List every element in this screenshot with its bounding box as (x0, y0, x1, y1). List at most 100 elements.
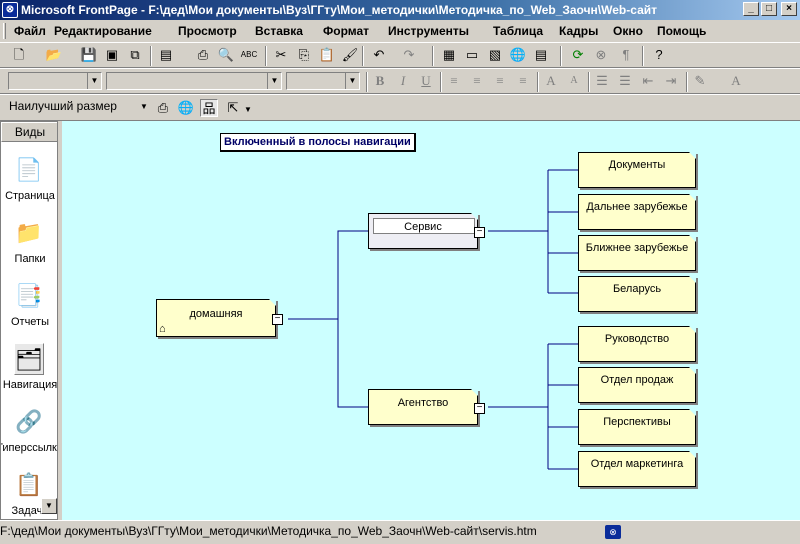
menu-help[interactable]: Помощь (657, 24, 707, 38)
chevron-down-icon[interactable]: ▼ (87, 73, 101, 89)
cut-icon[interactable]: ✂ (275, 47, 287, 62)
views-bar: Виды 📄 Страница 📁 Папки 📑 Отчеты 🗂 Навиг… (0, 121, 58, 520)
menu-view[interactable]: Просмотр (178, 24, 237, 38)
help-icon[interactable]: ? (655, 47, 663, 62)
menu-frames[interactable]: Кадры (559, 24, 599, 38)
view-hyperlinks-icon[interactable]: 🌐 (177, 100, 195, 115)
menu-grip[interactable] (3, 23, 6, 39)
menu-file[interactable]: Файл (14, 24, 46, 38)
close-button[interactable]: × (781, 2, 797, 16)
print-icon[interactable]: ⎙ (197, 47, 209, 62)
italic-icon[interactable]: I (400, 73, 406, 88)
menu-format[interactable]: Формат (323, 24, 370, 38)
stop-icon[interactable]: ⊗ (595, 47, 607, 62)
bold-icon[interactable]: B (375, 73, 385, 88)
save-icon[interactable]: 💾 (80, 47, 98, 62)
bullets-icon[interactable]: ☰ (619, 73, 631, 88)
menu-edit[interactable]: Редактирование (54, 24, 152, 38)
page-fold (471, 213, 478, 220)
bookmark-icon[interactable]: ▤ (534, 47, 548, 62)
align-center-icon[interactable]: ≡ (473, 73, 481, 88)
chevron-down-icon[interactable]: ▼ (345, 73, 359, 89)
views-scroll-down-button[interactable]: ▼ (41, 498, 57, 514)
view-hyperlinks[interactable]: 🔗 Гиперссылки (1, 402, 57, 465)
view-page[interactable]: 📄 Страница (1, 150, 57, 213)
hyperlink-icon[interactable]: 🌐 (509, 47, 527, 62)
open-folder-icon[interactable]: 📂 (45, 47, 63, 62)
connector-agentstvo-children (548, 343, 578, 470)
align-left-icon[interactable]: ≡ (450, 73, 458, 88)
zoom-combo[interactable]: Наилучший размер (6, 98, 152, 116)
portrait-landscape-icon[interactable]: ⎙ (157, 100, 169, 115)
view-folders[interactable]: 📁 Папки (1, 213, 57, 276)
view-subtree-icon[interactable]: 品 (200, 99, 218, 117)
font-color-icon[interactable]: A (731, 73, 741, 88)
increase-font-icon[interactable]: A (546, 73, 556, 88)
collapse-toggle[interactable]: − (272, 314, 283, 325)
nav-node-child[interactable]: Руководство (578, 326, 696, 362)
chevron-down-icon[interactable]: ▼ (244, 105, 252, 114)
decrease-indent-icon[interactable]: ⇤ (642, 73, 654, 88)
chevron-down-icon[interactable]: ▼ (267, 73, 281, 89)
collapse-toggle[interactable]: − (474, 227, 485, 238)
copy-web-icon[interactable]: ⧉ (130, 47, 140, 62)
decrease-font-icon[interactable]: A (570, 75, 578, 86)
toolbar-separator (642, 46, 644, 66)
publish-icon[interactable]: ▣ (105, 47, 119, 62)
nav-node-servis[interactable]: Сервис − (368, 213, 485, 249)
nav-node-child[interactable]: Дальнее зарубежье (578, 194, 696, 230)
undo-icon[interactable]: ↶ (373, 47, 385, 62)
align-right-icon[interactable]: ≡ (496, 73, 504, 88)
nav-node-child[interactable]: Ближнее зарубежье (578, 235, 696, 271)
chevron-down-icon[interactable]: ▼ (140, 102, 148, 111)
menu-table[interactable]: Таблица (493, 24, 544, 38)
folder-list-icon[interactable]: ▤ (159, 47, 173, 62)
insert-component-icon[interactable]: ▦ (442, 47, 456, 62)
maximize-button[interactable]: □ (761, 2, 777, 16)
minimize-button[interactable]: _ (743, 2, 759, 16)
view-reports[interactable]: 📑 Отчеты (1, 276, 57, 339)
spelling-icon[interactable]: ABC (240, 50, 258, 59)
toolbar-separator (366, 72, 368, 92)
insert-picture-icon[interactable]: ▧ (488, 47, 502, 62)
status-bar: F:\дед\Мои документы\Вуз\ГГту\Мои_методи… (0, 520, 800, 544)
nav-node-child[interactable]: Отдел продаж (578, 367, 696, 403)
show-all-icon[interactable]: ¶ (622, 47, 630, 62)
font-combo[interactable]: ▼ (106, 72, 282, 90)
new-page-icon[interactable]: 🗋 (13, 47, 25, 62)
underline-icon[interactable]: U (421, 73, 431, 88)
page-fold (689, 235, 696, 242)
menu-tools[interactable]: Инструменты (388, 24, 470, 38)
collapse-toggle[interactable]: − (474, 403, 485, 414)
menu-window[interactable]: Окно (613, 24, 643, 38)
node-selection-frame (373, 218, 475, 234)
nav-node-child[interactable]: Документы (578, 152, 696, 188)
font-size-combo[interactable]: ▼ (286, 72, 360, 90)
up-level-icon[interactable]: ⇱ (227, 100, 239, 115)
view-navigation[interactable]: 🗂 Навигация (1, 339, 57, 402)
insert-table-icon[interactable]: ▭ (465, 47, 479, 62)
nav-node-home[interactable]: домашняя ⌂ − (156, 299, 283, 337)
node-label: Агентство (397, 397, 449, 409)
numbering-icon[interactable]: ☰ (596, 73, 608, 88)
format-painter-icon[interactable]: 🖌 (341, 47, 359, 62)
nav-node-child[interactable]: Отдел маркетинга (578, 451, 696, 487)
increase-indent-icon[interactable]: ⇥ (665, 73, 677, 88)
nav-node-child[interactable]: Перспективы (578, 409, 696, 445)
nav-node-agentstvo[interactable]: Агентство − (368, 389, 485, 425)
style-combo[interactable]: ▼ (8, 72, 102, 90)
redo-icon[interactable]: ↷ (403, 47, 415, 62)
highlight-color-icon[interactable]: ✎ (694, 73, 706, 88)
connector-servis-children (548, 169, 578, 294)
print-preview-icon[interactable]: 🔍 (217, 47, 235, 62)
frontpage-app-icon[interactable]: ⊗ (2, 2, 18, 18)
paste-icon[interactable]: 📋 (318, 47, 336, 62)
view-tasks[interactable]: 📋 Задачи (1, 465, 57, 519)
hyperlinks-view-icon: 🔗 (15, 409, 43, 434)
justify-icon[interactable]: ≡ (519, 73, 527, 88)
refresh-icon[interactable]: ⟳ (572, 47, 584, 62)
menu-insert[interactable]: Вставка (255, 24, 303, 38)
copy-icon[interactable]: ⎘ (298, 47, 310, 62)
nav-node-child[interactable]: Беларусь (578, 276, 696, 312)
navigation-canvas[interactable]: Включенный в полосы навигации домашняя ⌂… (62, 121, 800, 520)
